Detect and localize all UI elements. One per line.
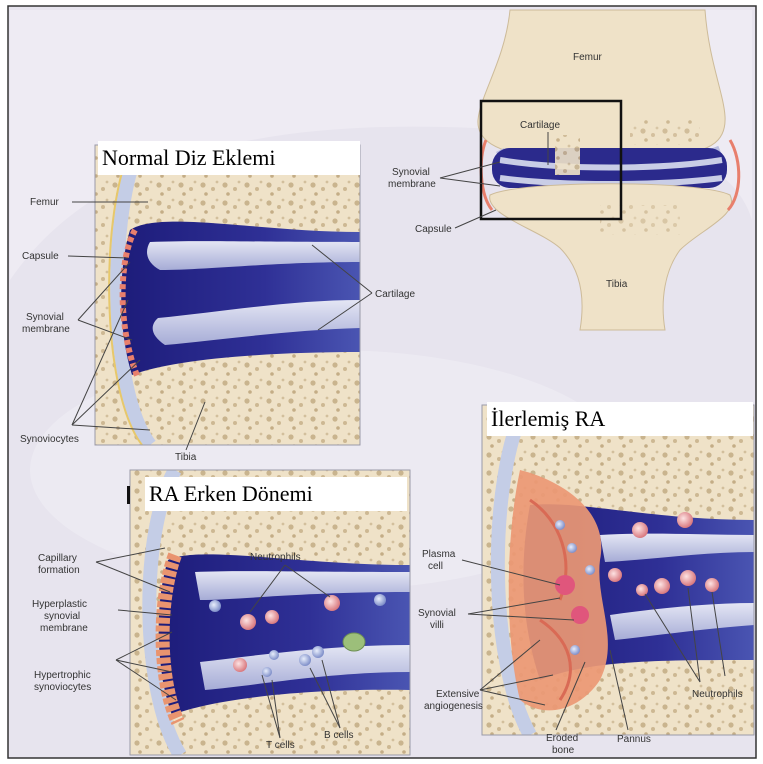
early-lymphocyte [374,594,386,606]
advanced-neutrophil [632,522,648,538]
overview-capsule-label: Capsule [415,224,452,235]
advanced-lymphocyte [585,565,595,575]
caption-marker [127,486,130,504]
early-neutrophils-label: Neutrophils [250,552,301,563]
normal-capsule-label: Capsule [22,251,59,262]
normal-synovial-label-2: membrane [22,324,70,335]
caption-normal: Normal Diz Eklemi [98,141,360,175]
overview-femur-label: Femur [573,52,603,63]
advanced-lymphocyte [555,520,565,530]
early-b-cells-label: B cells [324,730,353,741]
overview-bone-texture [555,135,580,175]
early-neutrophil [233,658,247,672]
normal-cartilage-label: Cartilage [375,289,415,300]
early-t-cell [269,650,279,660]
normal-synovial-label-1: Synovial [26,312,64,323]
early-neutrophil [324,595,340,611]
advanced-pannus-label: Pannus [617,734,651,745]
advanced-neutrophil [654,578,670,594]
advanced-plasma-label-1: Plasma [422,549,456,560]
advanced-neutrophils-label: Neutrophils [692,689,743,700]
overview-synovial-label-1: Synovial [392,167,430,178]
overview-synovial-label-2: membrane [388,179,436,190]
overview-bone-texture-2 [630,120,700,145]
early-neutrophil [240,614,256,630]
early-tibia-bone [230,710,410,755]
early-hyperplastic-label-1: Hyperplastic [32,599,87,610]
advanced-neutrophil [636,584,648,596]
early-hyperplastic-label-2: synovial [44,611,80,622]
advanced-angio-label-2: angiogenesis [424,701,483,712]
advanced-eroded-label-2: bone [552,745,575,756]
early-panel [130,470,410,755]
caption-advanced: İlerlemiş RA [487,402,753,436]
advanced-neutrophil [677,512,693,528]
early-hypertrophic-label-1: Hypertrophic [34,670,91,681]
early-capillary-label-2: formation [38,565,80,576]
advanced-villi-label-1: Synovial [418,608,456,619]
advanced-neutrophil [680,570,696,586]
advanced-villi-label-2: villi [430,620,444,631]
early-macrophage [343,633,365,651]
overview-tibia-label: Tibia [606,279,628,290]
normal-synoviocytes-label: Synoviocytes [20,434,79,445]
overview-cartilage-label: Cartilage [520,120,560,131]
early-b-cell [312,646,324,658]
early-t-cell [262,667,272,677]
early-neutrophil [265,610,279,624]
normal-panel [95,145,360,445]
normal-femur-label: Femur [30,197,60,208]
early-t-cells-label: T cells [266,740,295,751]
early-b-cell [299,654,311,666]
caption-early: RA Erken Dönemi [145,477,407,511]
advanced-angio-label-1: Extensive [436,689,480,700]
normal-tibia-label: Tibia [175,452,197,463]
advanced-lymphocyte [570,645,580,655]
advanced-neutrophil [705,578,719,592]
early-hypertrophic-label-2: synoviocytes [34,682,91,693]
advanced-plasma-label-2: cell [428,561,443,572]
advanced-lymphocyte [567,543,577,553]
early-lymphocyte [209,600,221,612]
advanced-neutrophil [608,568,622,582]
early-hyperplastic-label-3: membrane [40,623,88,634]
advanced-eroded-label-1: Eroded [546,733,578,744]
early-capillary-label-1: Capillary [38,553,77,564]
normal-tibia-bone [200,372,360,445]
advanced-plasma-cell [571,606,589,624]
